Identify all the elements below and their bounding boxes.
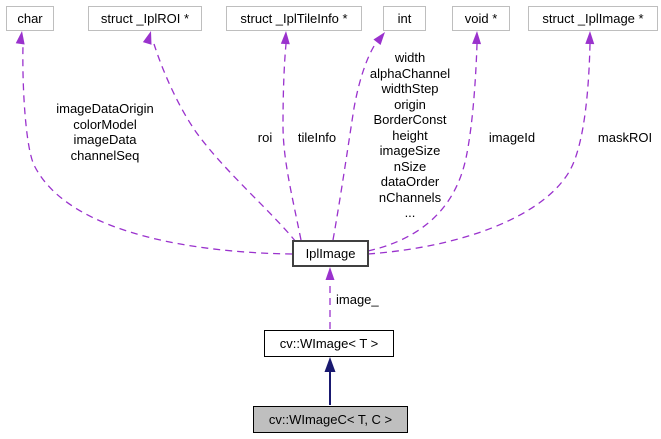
- node-char: char: [6, 6, 54, 31]
- node-int: int: [383, 6, 426, 31]
- arrowhead-inheritance-icon: [324, 357, 336, 372]
- arrowhead-int-icon: [373, 32, 385, 46]
- arrowhead-imageid-icon: [472, 31, 482, 45]
- node-struct-ipltileinfo: struct _IplTileInfo *: [226, 6, 362, 31]
- node-void-pointer: void *: [452, 6, 510, 31]
- edge-maskroi: [367, 43, 591, 255]
- node-wimagec: cv::WImageC< T, C >: [253, 406, 408, 433]
- arrowhead-tileinfo-icon: [280, 31, 290, 45]
- node-struct-iplimage-pointer: struct _IplImage *: [528, 6, 658, 31]
- edge-label-maskroi: maskROI: [597, 130, 653, 145]
- edge-char-fields: [22, 43, 293, 255]
- edge-imageid: [367, 43, 478, 252]
- edge-tileinfo: [282, 43, 302, 241]
- node-iplimage[interactable]: IplImage: [292, 240, 369, 267]
- arrowhead-image-icon: [325, 267, 335, 280]
- edge-label-roi: roi: [257, 130, 273, 145]
- arrowhead-maskroi-icon: [585, 31, 595, 45]
- edge-int-fields: [332, 39, 379, 241]
- node-wimage[interactable]: cv::WImage< T >: [264, 330, 394, 357]
- edge-roi: [153, 43, 297, 243]
- node-struct-iplroi: struct _IplROI *: [88, 6, 202, 31]
- edge-label-tileinfo: tileInfo: [297, 130, 337, 145]
- edge-label-char-fields: imageDataOrigin colorModel imageData cha…: [56, 101, 154, 163]
- edge-label-image: image_: [336, 292, 379, 307]
- arrowhead-roi-icon: [142, 31, 152, 45]
- edge-label-imageid: imageId: [488, 130, 536, 145]
- edge-label-int-fields: width alphaChannel widthStep origin Bord…: [369, 50, 451, 220]
- arrowhead-char-icon: [15, 31, 25, 45]
